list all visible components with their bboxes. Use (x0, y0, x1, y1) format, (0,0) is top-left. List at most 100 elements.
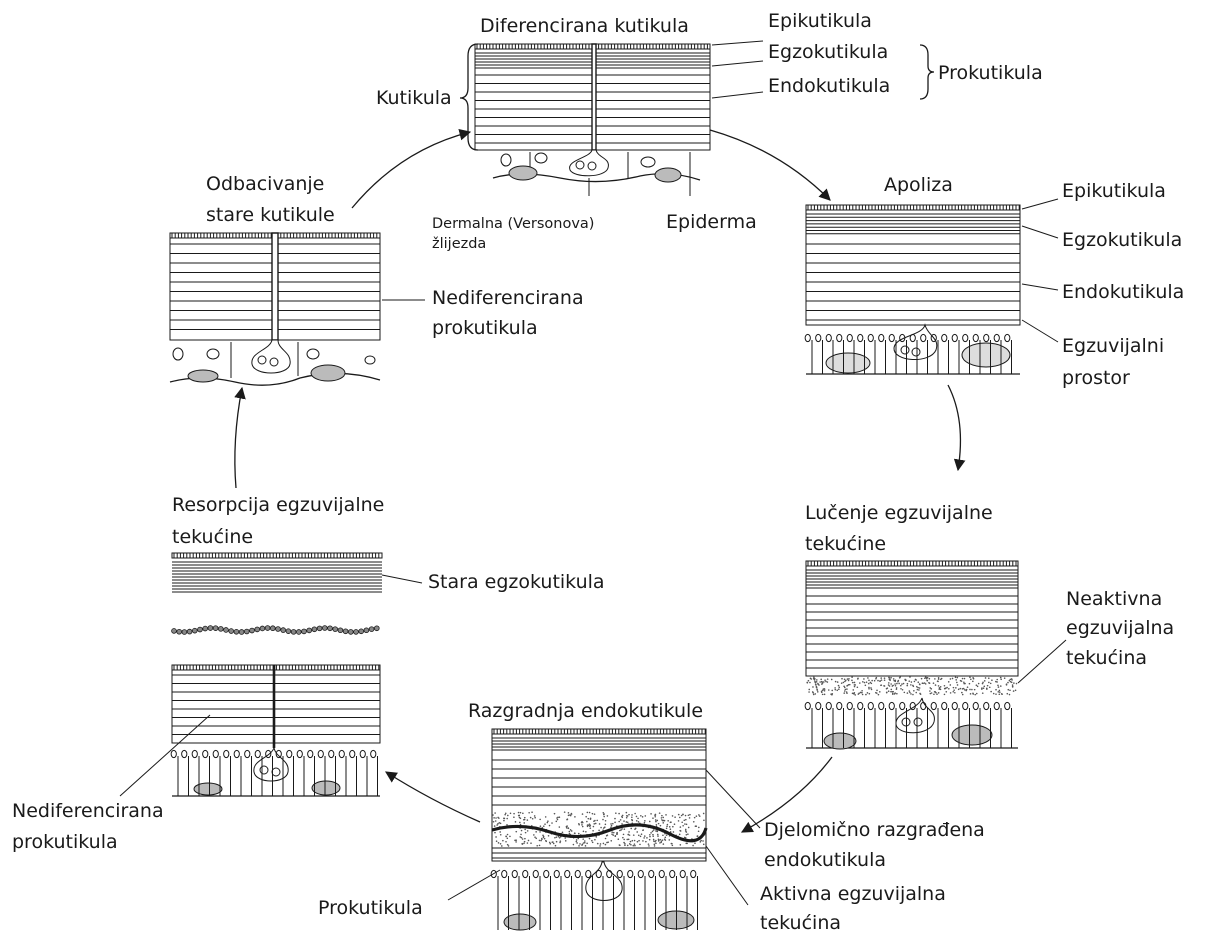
label-exocuticle: Egzokutikula (768, 41, 888, 63)
fluid-dot (984, 677, 987, 679)
fluid-dot (867, 682, 870, 685)
fluid-dot (943, 684, 946, 687)
label-gland-line2: žlijezda (432, 236, 486, 252)
fluid-dot (823, 689, 826, 692)
fluid-dot (568, 832, 571, 835)
microvillus (846, 333, 853, 343)
fluid-dot (546, 821, 549, 824)
label-inactive-line2: egzuvijalna (1066, 617, 1174, 639)
fluid-dot (909, 691, 911, 694)
fluid-dot (664, 839, 667, 841)
old-membrane (491, 823, 708, 843)
fluid-dot (631, 816, 633, 819)
fluid-dot (558, 816, 561, 819)
fluid-dot (653, 845, 656, 847)
microvillus (286, 749, 293, 759)
fluid-dot (656, 830, 659, 833)
fluid-dot (594, 822, 597, 825)
fluid-dot (528, 811, 530, 814)
microvillus (888, 701, 895, 711)
nucleus (503, 913, 537, 931)
microvillus (564, 869, 571, 879)
epicuticle-layer (805, 560, 1019, 567)
fluid-dot (847, 679, 850, 682)
microvillus (920, 333, 927, 343)
microvillus (637, 869, 644, 879)
fluid-dot (635, 815, 638, 818)
fluid-dot (933, 693, 935, 696)
microvillus (836, 333, 843, 343)
fluid-dot (672, 831, 675, 833)
fluid-dot (657, 838, 660, 841)
fluid-dot (533, 815, 536, 817)
membrane-bead (249, 627, 255, 634)
microvillus (595, 869, 602, 879)
fluid-dot (655, 820, 657, 823)
fluid-dot (530, 842, 532, 844)
microvillus (501, 869, 508, 879)
fluid-dot (495, 817, 497, 819)
fluid-dot (861, 690, 863, 692)
fluid-dot (919, 683, 921, 686)
fluid-dot (553, 812, 556, 815)
fluid-dot (938, 688, 941, 690)
fluid-dot (679, 826, 682, 828)
fluid-dot (659, 824, 662, 827)
microvillus (658, 869, 665, 879)
fluid-dot (975, 692, 978, 695)
fluid-dot (856, 686, 859, 689)
membrane-bead (171, 628, 177, 634)
nucleus (310, 364, 346, 382)
fluid-dot (851, 679, 853, 682)
fluid-dot (952, 686, 955, 689)
fluid-dot (853, 685, 856, 688)
fluid-dot (694, 842, 696, 845)
fluid-dot (584, 840, 586, 842)
fluid-dot (697, 830, 700, 833)
fluid-dot (666, 823, 669, 826)
fluid-dot (1010, 681, 1013, 684)
label-space-line2: prostor (1062, 367, 1130, 389)
fluid-dot (909, 676, 911, 678)
leader-line (1021, 225, 1059, 239)
fluid-dot (505, 835, 507, 838)
fluid-dot (827, 689, 830, 691)
cuticle-lines (172, 674, 380, 735)
microvillus (804, 701, 811, 711)
fluid-dot (591, 841, 594, 844)
panel-title: Diferencirana kutikula (480, 15, 689, 37)
panel-title: Razgradnja endokutikule (468, 700, 703, 722)
fluid-dot (520, 836, 523, 839)
fluid-dot (584, 845, 587, 847)
fluid-dot (587, 824, 590, 827)
fluid-dot (654, 840, 656, 843)
label-partial-line1: Djelomično razgrađena (764, 819, 985, 841)
fluid-dot (610, 826, 612, 829)
fluid-dot (878, 691, 881, 693)
fluid-dot (596, 819, 599, 822)
fluid-dot (563, 811, 566, 813)
microvillus (170, 749, 177, 759)
fluid-dot (923, 682, 926, 684)
fluid-dot (517, 811, 520, 814)
fluid-dot (955, 687, 957, 689)
fluid-dot (621, 828, 623, 830)
fluid-dot (534, 836, 536, 838)
panel-title-line1: Odbacivanje (206, 173, 324, 195)
fluid-dot (982, 681, 984, 684)
fluid-dot (581, 821, 584, 824)
fluid-dot (624, 843, 626, 845)
fluid-dot (495, 836, 497, 838)
leader-line (1021, 198, 1059, 210)
fluid-dot (503, 817, 505, 820)
fluid-dot (928, 682, 931, 685)
fluid-dot (565, 825, 568, 828)
fluid-dot (820, 678, 822, 681)
nucleus (951, 724, 993, 746)
fluid-dot (666, 825, 668, 828)
fluid-dot (834, 680, 837, 683)
cuticle-frame (491, 728, 707, 862)
fluid-dot (599, 843, 602, 845)
fluid-dot (684, 828, 687, 831)
fluid-dot (846, 688, 848, 690)
